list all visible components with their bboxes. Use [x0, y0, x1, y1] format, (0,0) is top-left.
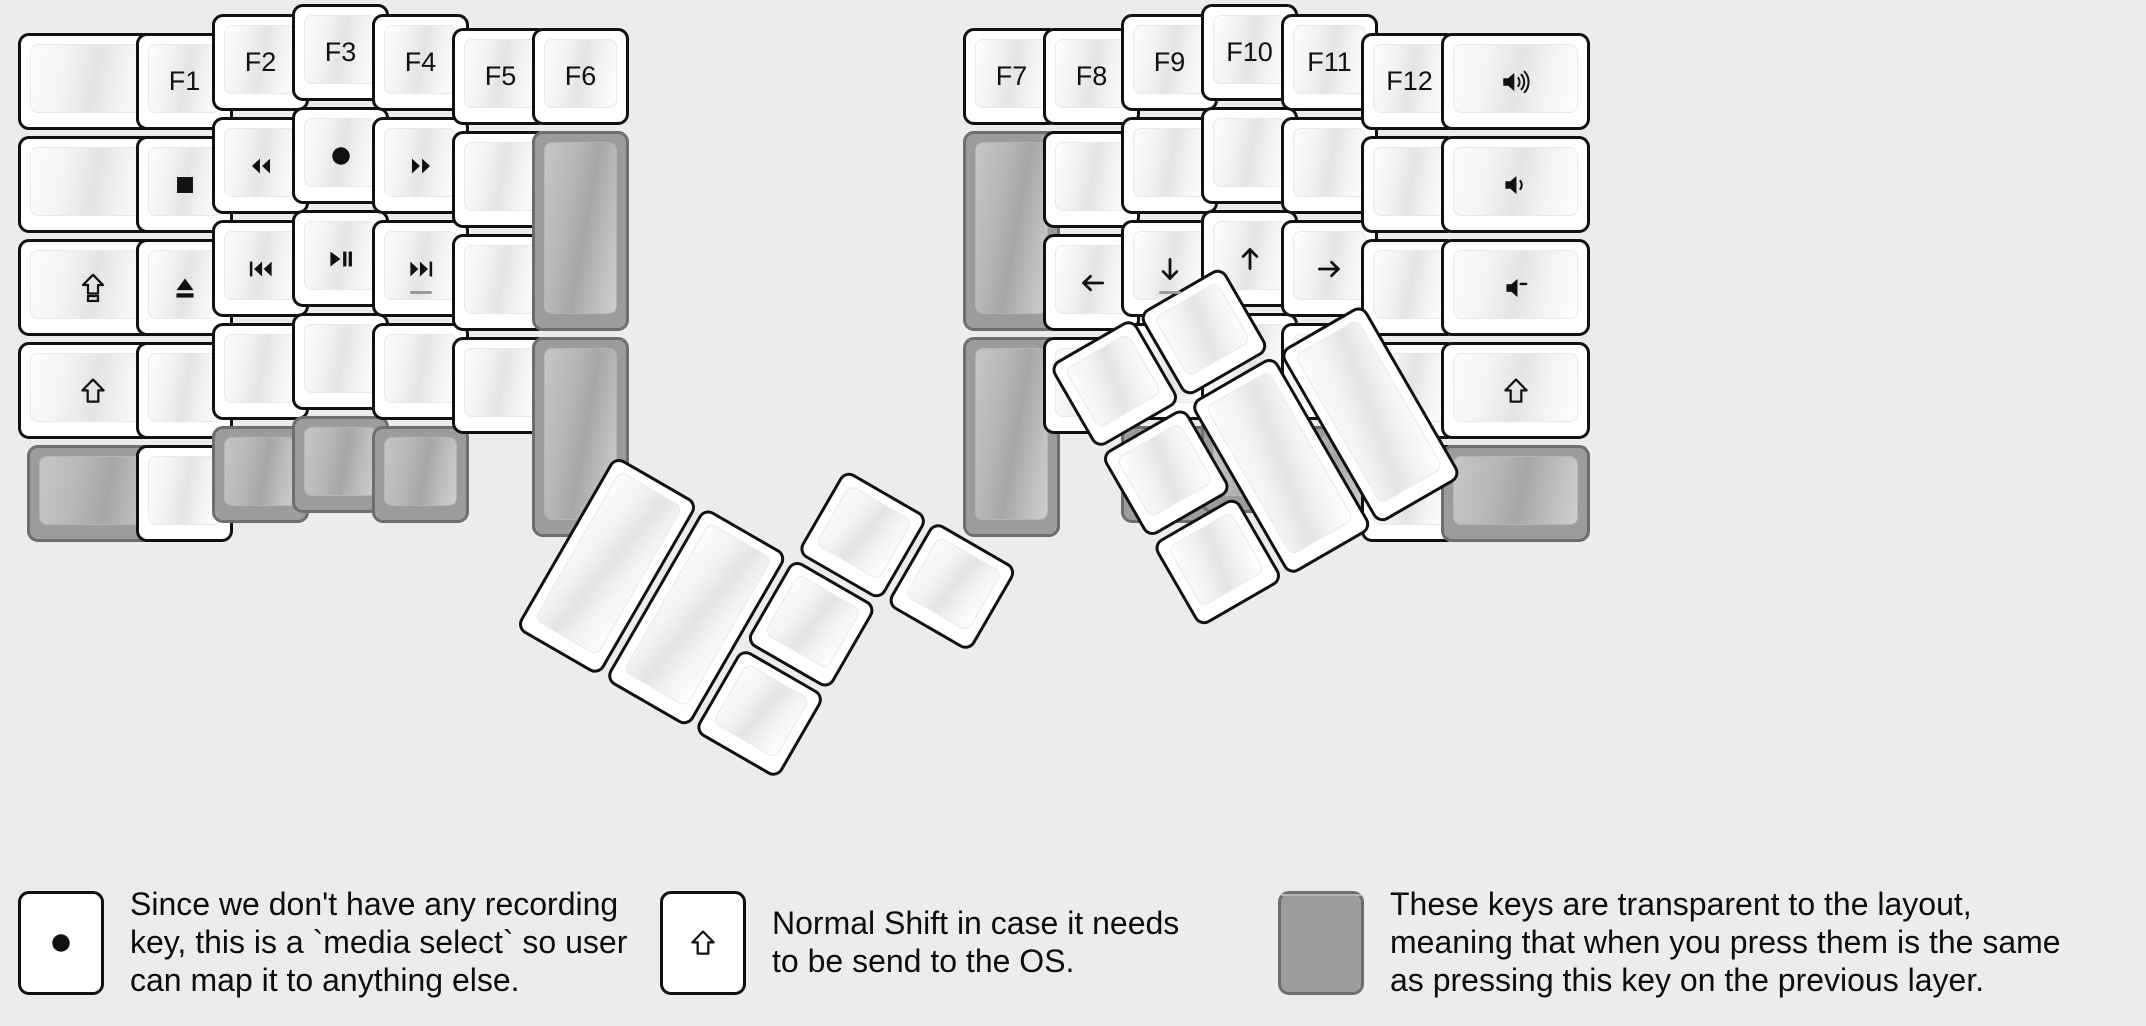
- key-cap: [1055, 142, 1128, 211]
- play-pause-icon: [324, 242, 358, 276]
- key-label: F10: [1226, 37, 1273, 67]
- legend-text-1: Since we don't have any recording key, t…: [130, 886, 628, 998]
- key-cap: [464, 142, 537, 211]
- key-label: F11: [1307, 47, 1352, 77]
- key-label: F4: [404, 47, 437, 77]
- key-label: F3: [324, 37, 357, 67]
- legend-item-2: Normal Shift in case it needs to be send…: [660, 860, 1179, 1026]
- key-cap: [224, 437, 297, 506]
- arrow-left-icon: [1075, 266, 1109, 300]
- legend-key-3: [1278, 891, 1364, 995]
- key-right-col-pinky-outer-r4[interactable]: [1441, 445, 1590, 542]
- key-cap: [763, 573, 862, 670]
- stop-icon: [168, 168, 202, 202]
- volume-mute-icon: [1499, 271, 1533, 305]
- key-cap: [304, 427, 377, 496]
- shift-icon: [663, 894, 743, 992]
- key-cap: [1293, 128, 1366, 197]
- key-cap: [904, 535, 1003, 633]
- key-cap: [1115, 422, 1214, 519]
- previous-track-icon: [244, 252, 278, 286]
- key-cap: [1167, 511, 1266, 608]
- key-label: F7: [995, 61, 1028, 91]
- key-label: F5: [484, 61, 517, 91]
- key-cap: [544, 142, 617, 314]
- eject-icon: [168, 271, 202, 305]
- next-track-icon: [404, 252, 438, 286]
- key-cap: [464, 348, 537, 417]
- arrow-up-icon: [1233, 242, 1267, 276]
- record-icon: [21, 894, 101, 992]
- legend-key-2: [660, 891, 746, 995]
- caps-lock-icon: [76, 271, 110, 305]
- key-right-col-pinky-outer-r3[interactable]: [1441, 342, 1590, 439]
- key-right-col-pinky-outer-r1[interactable]: [1441, 136, 1590, 233]
- key-cap: [304, 324, 377, 393]
- key-label: F2: [244, 47, 277, 77]
- shift-icon: [76, 374, 110, 408]
- arrow-down-icon: [1153, 252, 1187, 286]
- key-cap: [1373, 250, 1446, 319]
- legend-text-2: Normal Shift in case it needs to be send…: [772, 905, 1180, 979]
- legend-item-3: These keys are transparent to the layout…: [1278, 860, 2061, 1026]
- homing-bar: [409, 291, 432, 294]
- volume-up-icon: [1499, 65, 1533, 99]
- key-label: F9: [1153, 47, 1186, 77]
- key-right-col-pinky-outer-r0[interactable]: [1441, 33, 1590, 130]
- key-cap: [1281, 894, 1361, 896]
- key-cap: [384, 437, 457, 506]
- key-cap: [712, 662, 811, 759]
- key-right-col-pinky-outer-r2[interactable]: [1441, 239, 1590, 336]
- key-cap: [148, 353, 221, 422]
- key-cap: [1064, 332, 1163, 430]
- key-cap: [815, 484, 914, 581]
- key-cap: [1373, 147, 1446, 216]
- key-left-col-inner-r0[interactable]: F6: [532, 28, 629, 125]
- key-label: F6: [564, 61, 597, 91]
- key-cap: [148, 456, 221, 525]
- key-cap: [384, 334, 457, 403]
- key-cap: [1133, 128, 1206, 197]
- key-left-col-inner-r1[interactable]: [532, 131, 629, 331]
- arrow-right-icon: [1313, 252, 1347, 286]
- legend-key-1: [18, 891, 104, 995]
- key-cap: [1153, 281, 1252, 378]
- key-cap: [224, 334, 297, 403]
- key-cap: [975, 348, 1048, 520]
- key-label: F1: [168, 66, 201, 96]
- key-cap: [1213, 118, 1286, 187]
- legend-item-1: Since we don't have any recording key, t…: [18, 860, 627, 1026]
- key-cap: [464, 245, 537, 314]
- key-cap: [975, 142, 1048, 314]
- key-label: F12: [1386, 66, 1433, 96]
- volume-down-icon: [1499, 168, 1533, 202]
- key-label: F8: [1075, 61, 1108, 91]
- homing-bar: [1158, 291, 1181, 294]
- key-cap: [1453, 456, 1578, 525]
- record-icon: [324, 139, 358, 173]
- fast-forward-icon: [404, 149, 438, 183]
- shift-icon: [1499, 374, 1533, 408]
- key-left-col-index-r4[interactable]: [372, 426, 469, 523]
- legend-row: Since we don't have any recording key, t…: [0, 860, 2146, 1026]
- rewind-icon: [244, 149, 278, 183]
- legend-text-3: These keys are transparent to the layout…: [1390, 886, 2061, 998]
